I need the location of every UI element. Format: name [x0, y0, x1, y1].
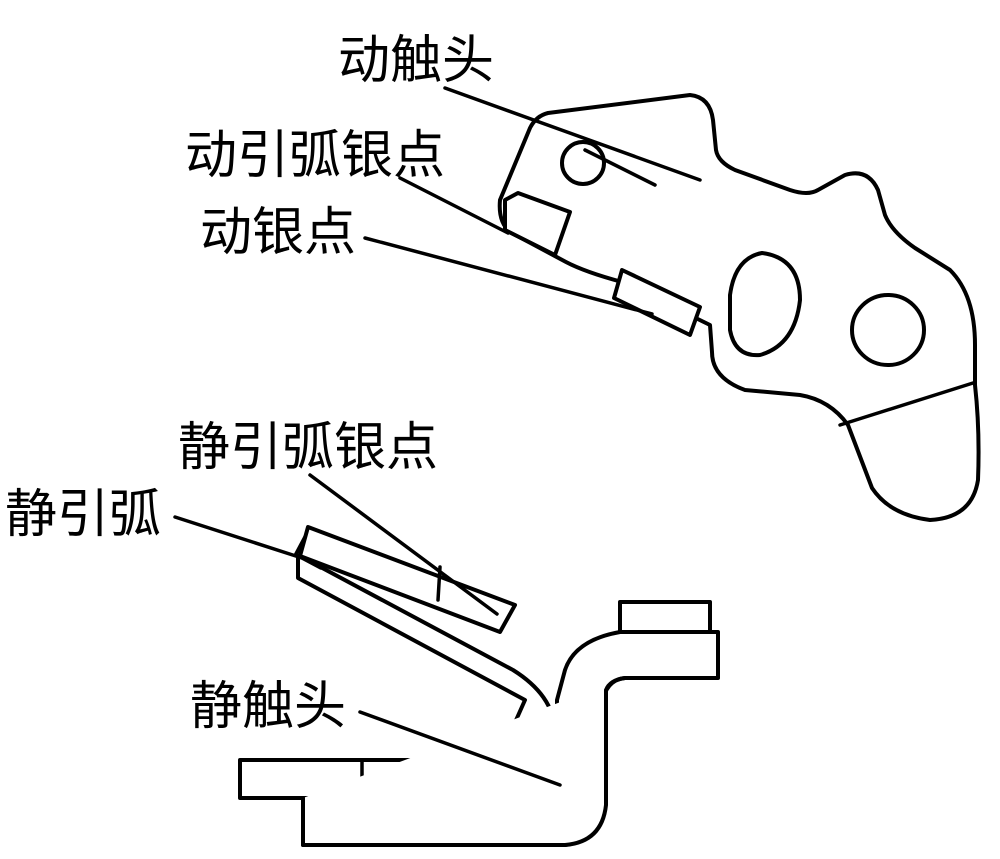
- labels: 动触头 动引弧银点 动银点 静引弧银点 静引弧 静触头: [5, 31, 494, 737]
- leader-moving-arc-silver-point: [398, 176, 510, 235]
- static-arc-silver-block: [298, 525, 517, 634]
- moving-contact-tip-line: [838, 381, 975, 427]
- leader-static-arc: [173, 515, 304, 560]
- leader-static-arc-silver-point: [308, 473, 499, 616]
- moving-contact-slot: [728, 251, 802, 358]
- moving-contact-assembly: [497, 93, 981, 522]
- leader-static-contact: [358, 710, 562, 787]
- static-contact-base-lower: [301, 676, 627, 847]
- static-contact-assembly: [238, 525, 720, 847]
- leader-moving-contact: [443, 86, 702, 182]
- leader-moving-contact-2: [583, 148, 657, 187]
- moving-contact-round-hole: [850, 293, 926, 367]
- moving-arc-silver-block: [503, 191, 572, 257]
- leader-moving-silver-point: [363, 236, 654, 316]
- label-moving-silver-point: 动银点: [200, 203, 356, 263]
- label-static-arc: 静引弧: [5, 485, 161, 545]
- static-contact-top-cap: [618, 600, 712, 634]
- label-moving-arc-silver-point: 动引弧银点: [185, 126, 445, 186]
- label-static-contact: 静触头: [190, 677, 346, 737]
- label-moving-contact: 动触头: [338, 31, 494, 91]
- label-static-arc-silver-point: 静引弧银点: [178, 418, 438, 478]
- moving-contact-pin-hole: [560, 140, 606, 186]
- leader-lines: [173, 86, 702, 787]
- moving-silver-block: [612, 268, 702, 337]
